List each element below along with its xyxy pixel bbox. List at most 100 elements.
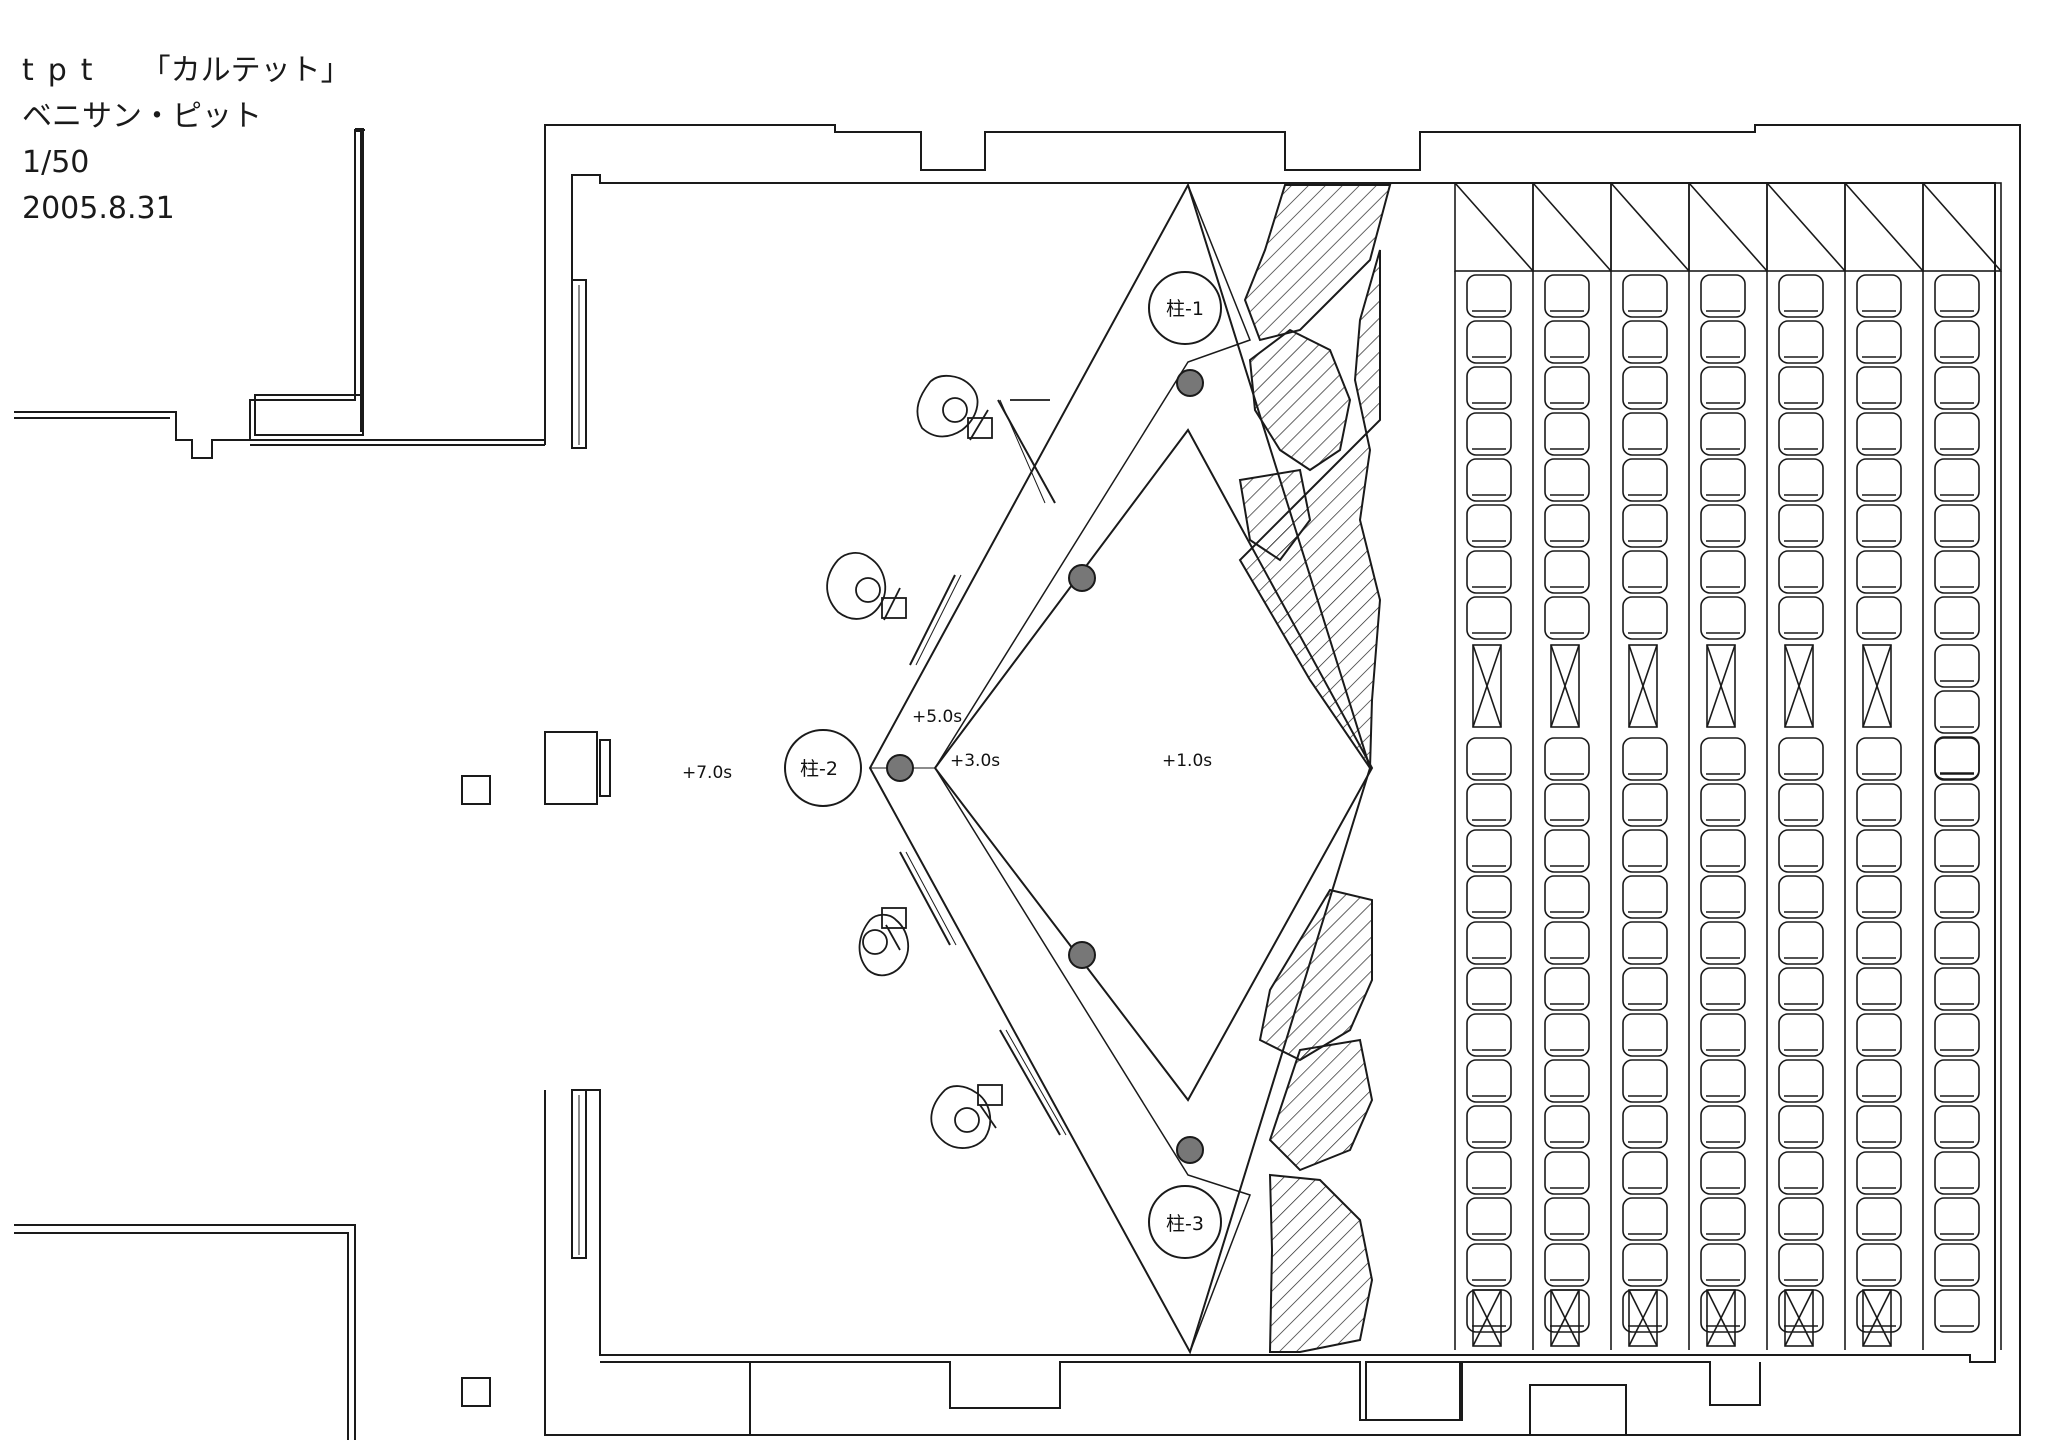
pillar-labels: 柱-1 柱-2 柱-3 <box>800 298 1204 1235</box>
seat <box>1778 1243 1824 1287</box>
seat <box>1856 366 1902 410</box>
seat <box>1700 504 1746 548</box>
seat-x-line <box>1472 644 1502 728</box>
seat <box>1544 274 1590 318</box>
seat <box>1856 596 1902 640</box>
seat <box>1700 274 1746 318</box>
light-3 <box>858 913 910 977</box>
drawing-date: 2005.8.31 <box>22 191 175 226</box>
drawing-scale: 1/50 <box>22 145 90 180</box>
seat <box>1544 1243 1590 1287</box>
seat <box>1934 690 1980 734</box>
seat <box>1622 875 1668 919</box>
seat <box>1778 1197 1824 1241</box>
level-label-inner: +3.0s <box>950 751 1000 771</box>
seat <box>1856 967 1902 1011</box>
left-building-wall <box>14 128 545 1440</box>
seat-x-line <box>1862 1289 1892 1347</box>
seat <box>1856 458 1902 502</box>
seat-x-line <box>1706 644 1736 728</box>
seat-x-box <box>1472 644 1502 728</box>
post-marker <box>886 754 914 782</box>
seat <box>1856 875 1902 919</box>
light-1 <box>916 375 979 438</box>
seat <box>1622 783 1668 827</box>
seat <box>1544 1105 1590 1149</box>
seat <box>1934 1243 1980 1287</box>
pillar-label-circles <box>784 271 1222 1259</box>
seat <box>1544 1013 1590 1057</box>
seat <box>1466 596 1512 640</box>
seat <box>1934 504 1980 548</box>
seat <box>1778 1013 1824 1057</box>
seat <box>1466 1059 1512 1103</box>
seat <box>1934 1059 1980 1103</box>
seat-x-box <box>1784 1289 1814 1347</box>
seat <box>1700 1243 1746 1287</box>
seat-x-box <box>1550 644 1580 728</box>
aisle-top-box <box>1922 182 2002 272</box>
seat-x-line <box>1550 644 1580 728</box>
seat-x-box <box>1550 1289 1580 1347</box>
seat <box>1856 550 1902 594</box>
aisle-top-cross <box>1688 182 1768 272</box>
aisle-top-cross <box>1844 182 1924 272</box>
seat <box>1466 504 1512 548</box>
seat <box>1466 737 1512 781</box>
seat <box>1934 875 1980 919</box>
pillar-label-3: 柱-3 <box>1166 1213 1204 1235</box>
level-label-center: +1.0s <box>1162 751 1212 771</box>
seat <box>1934 274 1980 318</box>
seat <box>1622 829 1668 873</box>
seat-x-line <box>1628 1289 1658 1347</box>
seat-x-line <box>1784 644 1814 728</box>
seat <box>1934 737 1980 781</box>
seat <box>1700 320 1746 364</box>
seat <box>1856 829 1902 873</box>
seat <box>1700 1059 1746 1103</box>
seat <box>1544 504 1590 548</box>
seat <box>1856 1013 1902 1057</box>
seat <box>1856 921 1902 965</box>
post-marker <box>1068 564 1096 592</box>
seat <box>1778 550 1824 594</box>
seat-x-box <box>1706 644 1736 728</box>
seat-x-box <box>1784 644 1814 728</box>
seat <box>1622 458 1668 502</box>
seat <box>1622 504 1668 548</box>
company-text: tpt <box>22 53 107 88</box>
seat <box>1466 1105 1512 1149</box>
seat <box>1934 1151 1980 1195</box>
seat <box>1856 274 1902 318</box>
seat <box>1622 412 1668 456</box>
seat <box>1466 366 1512 410</box>
seat <box>1622 1243 1668 1287</box>
seat <box>1700 366 1746 410</box>
seat <box>1700 829 1746 873</box>
seat <box>1934 783 1980 827</box>
seat <box>1778 458 1824 502</box>
seat <box>1778 1059 1824 1103</box>
seat <box>1544 829 1590 873</box>
seat-x-box <box>1628 644 1658 728</box>
seat <box>1856 320 1902 364</box>
seat <box>1934 829 1980 873</box>
seat <box>1466 1197 1512 1241</box>
seat <box>1856 783 1902 827</box>
seat <box>1934 1105 1980 1149</box>
seat-x-line <box>1550 1289 1580 1347</box>
seat <box>1856 1197 1902 1241</box>
seat-x-box <box>1862 1289 1892 1347</box>
post-marker <box>1176 369 1204 397</box>
seat <box>1778 1151 1824 1195</box>
venue-name: ベニサン・ピット <box>22 99 262 134</box>
seat <box>1466 829 1512 873</box>
seat <box>1700 1197 1746 1241</box>
seat <box>1622 274 1668 318</box>
seat-x-line <box>1784 1289 1814 1347</box>
seat <box>1856 1151 1902 1195</box>
aisle-top-cross <box>1766 182 1846 272</box>
seat <box>1778 737 1824 781</box>
